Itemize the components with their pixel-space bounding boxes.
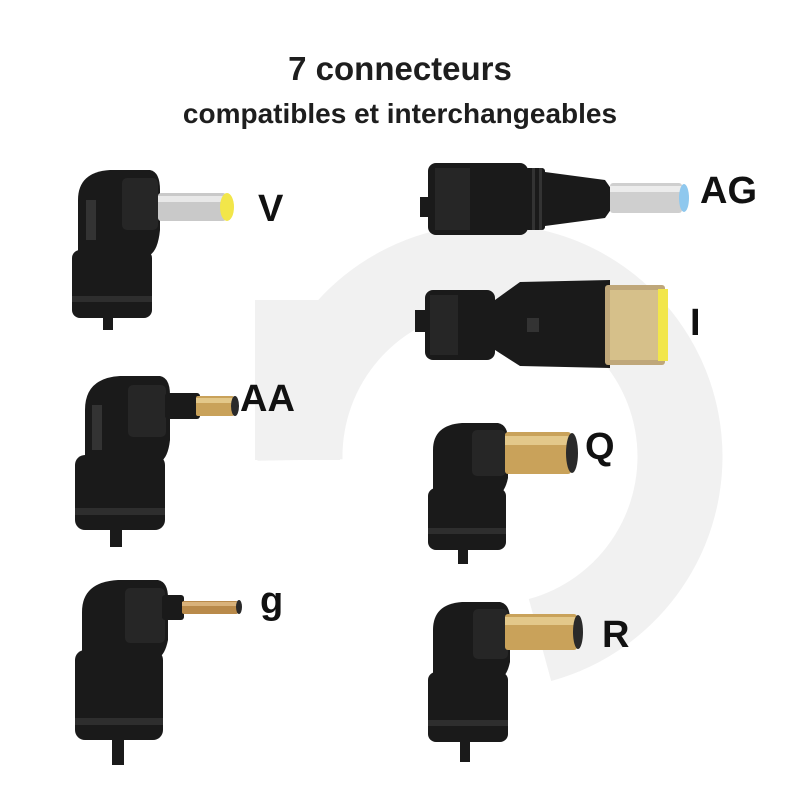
label-v: V [258, 188, 284, 230]
connector-ag-tip [679, 184, 689, 212]
label-q: Q [585, 426, 615, 468]
label-i: I [690, 302, 701, 344]
connector-q-tip [566, 433, 578, 473]
title-line-1: 7 connecteurs [288, 50, 512, 87]
label-ag: AG [700, 170, 757, 212]
label-g: g [260, 580, 284, 622]
connector-g-tip [236, 600, 242, 614]
label-aa: AA [240, 378, 295, 420]
connector-aa-tip [231, 396, 239, 416]
connector-r-tip [573, 615, 583, 649]
connector-i-tip [658, 289, 668, 361]
label-r: R [602, 614, 630, 656]
connector-v-tip [220, 193, 234, 221]
title-line-2: compatibles et interchangeables [182, 98, 618, 129]
